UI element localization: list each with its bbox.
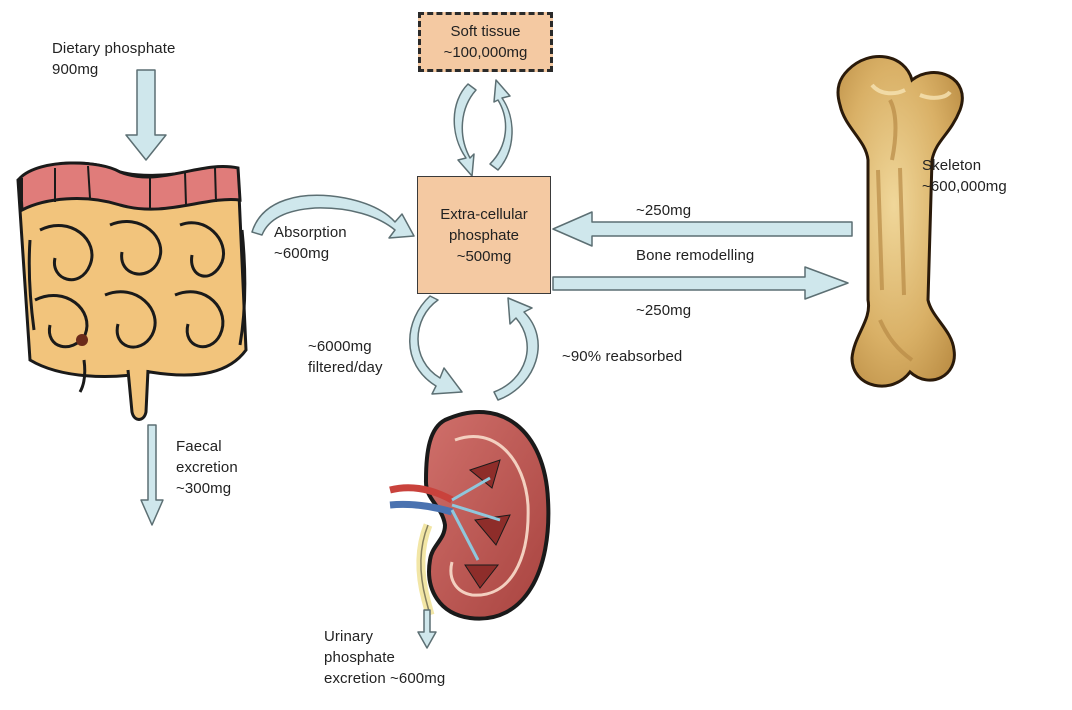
bone-resorption-arrow: [552, 211, 853, 247]
absorption-label: Absorption ~600mg: [274, 224, 347, 262]
bone-formation-arrow: [552, 266, 849, 300]
absorption-arrow: [251, 194, 415, 239]
intestine-illustration: [16, 161, 248, 421]
bone-remodelling-label: Bone remodelling: [636, 247, 755, 264]
bone-resorption-label: ~250mg: [636, 202, 692, 219]
faecal-excretion-arrow: [140, 424, 164, 526]
bone-formation-label: ~250mg: [636, 302, 692, 319]
reabsorption-arrow: [493, 297, 539, 401]
extracellular-phosphate-box: Extra-cellular phosphate ~500mg: [417, 176, 551, 294]
bone-illustration: [836, 55, 964, 388]
kidney-illustration: [389, 409, 551, 621]
soft-tissue-label: Soft tissue ~100,000mg: [443, 23, 528, 61]
dietary-phosphate-label: Dietary phosphate 900mg: [52, 40, 176, 78]
reabsorbed-label: ~90% reabsorbed: [562, 348, 683, 365]
faecal-excretion-label: Faecal excretion ~300mg: [176, 438, 238, 497]
urinary-excretion-arrow: [417, 609, 437, 649]
ecp-to-soft-tissue-arrow: [489, 79, 513, 171]
urinary-excretion-label: Urinary phosphate excretion ~600mg: [324, 628, 446, 687]
filtration-arrow: [409, 295, 463, 395]
filtered-label: ~6000mg filtered/day: [308, 338, 383, 376]
dietary-intake-arrow: [125, 69, 167, 161]
soft-tissue-to-ecp-arrow: [453, 83, 477, 177]
soft-tissue-box: Soft tissue ~100,000mg: [418, 12, 553, 72]
skeleton-label: Skeleton ~600,000mg: [922, 157, 1007, 195]
extracellular-phosphate-label: Extra-cellular phosphate ~500mg: [440, 205, 528, 265]
